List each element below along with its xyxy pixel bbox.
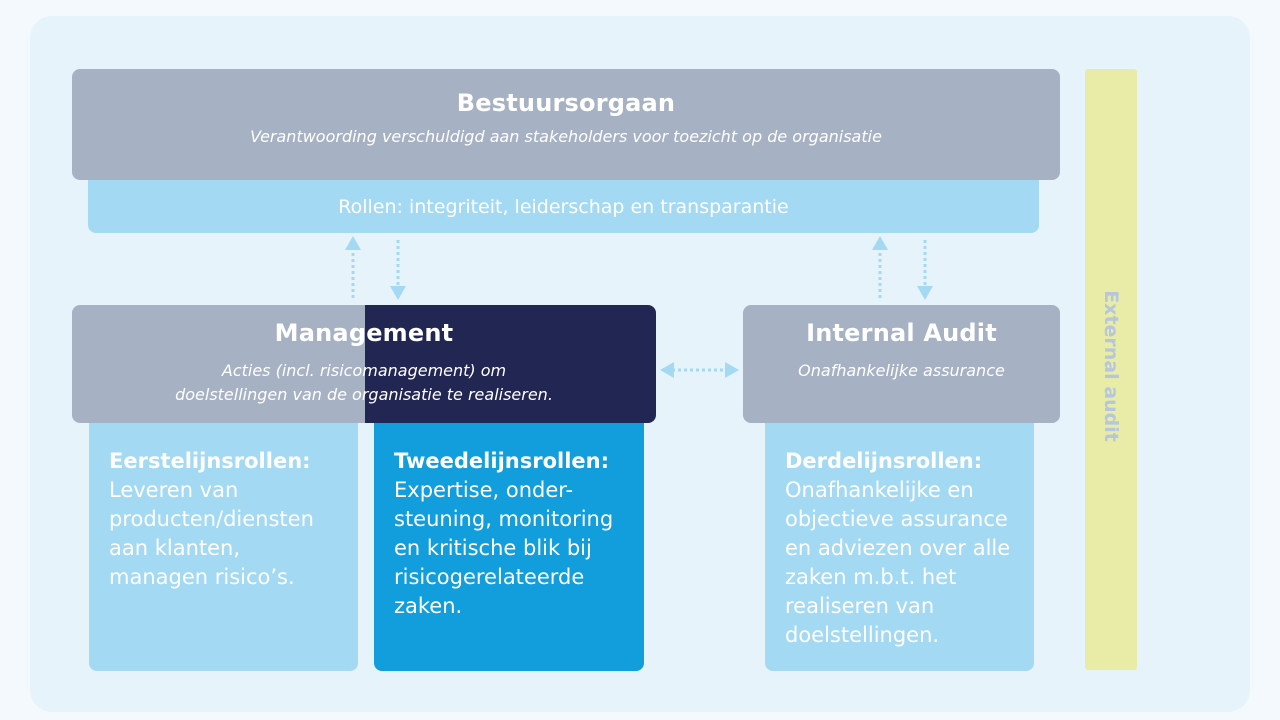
internal-audit-box: Internal Audit Onafhankelijke assurance xyxy=(743,305,1060,423)
second-line-text-1: Expertise, onder- xyxy=(394,478,574,502)
board-title: Bestuursorgaan xyxy=(456,89,676,117)
first-line-box: Eerstelijnsrollen: Leveren van producten… xyxy=(89,420,358,671)
second-line-text-3: en kritische blik bij xyxy=(394,536,592,560)
second-line-box: Tweedelijnsrollen: Expertise, onder- ste… xyxy=(374,420,644,671)
arrow-left-head xyxy=(660,362,674,378)
board-roles-text: Rollen: integriteit, leiderschap en tran… xyxy=(338,196,789,218)
management-subtitle-2: doelstellingen van de organisatie te rea… xyxy=(175,385,553,404)
external-audit-bar xyxy=(1085,69,1137,670)
third-line-heading: Derdelijnsrollen: xyxy=(785,449,983,473)
board-roles-band: Rollen: integriteit, leiderschap en tran… xyxy=(88,170,1039,233)
first-line-text-4: managen risico’s. xyxy=(109,565,295,589)
management-box: Management Acties (incl. risicomanagemen… xyxy=(72,305,656,423)
arrow-down-head-2 xyxy=(917,286,933,300)
second-line-text-4: risicogerelateerde xyxy=(394,565,585,589)
management-title: Management xyxy=(274,319,454,347)
internal-audit-title: Internal Audit xyxy=(806,319,997,347)
board-box: Bestuursorgaan Verantwoording verschuldi… xyxy=(72,69,1060,180)
arrow-down-head-1 xyxy=(390,286,406,300)
third-line-text-2: objectieve assurance xyxy=(785,507,1008,531)
management-subtitle-1: Acties (incl. risicomanagement) om xyxy=(221,361,507,380)
arrow-up-head-2 xyxy=(872,236,888,250)
second-line-heading: Tweedelijnsrollen: xyxy=(394,449,609,473)
first-line-text-3: aan klanten, xyxy=(109,536,241,560)
management-gray-half xyxy=(72,305,365,423)
first-line-text-2: producten/diensten xyxy=(109,507,314,531)
second-line-text-5: zaken. xyxy=(394,594,463,618)
internal-audit-subtitle: Onafhankelijke assurance xyxy=(798,361,1005,380)
third-line-text-3: en adviezen over alle xyxy=(785,536,1011,560)
third-line-text-5: realiseren van xyxy=(785,594,935,618)
third-line-text-6: doelstellingen. xyxy=(785,623,940,647)
second-line-text-2: steuning, monitoring xyxy=(394,507,614,531)
first-line-text-1: Leveren van xyxy=(109,478,239,502)
board-subtitle: Verantwoording verschuldigd aan stakehol… xyxy=(250,127,882,146)
arrow-up-head-1 xyxy=(345,236,361,250)
management-navy-half xyxy=(365,305,656,423)
third-line-text-4: zaken m.b.t. het xyxy=(785,565,957,589)
first-line-heading: Eerstelijnsrollen: xyxy=(109,449,311,473)
arrow-right-head xyxy=(725,362,739,378)
third-line-text-1: Onafhankelijke en xyxy=(785,478,974,502)
third-line-box: Derdelijnsrollen: Onafhankelijke en obje… xyxy=(765,420,1034,671)
